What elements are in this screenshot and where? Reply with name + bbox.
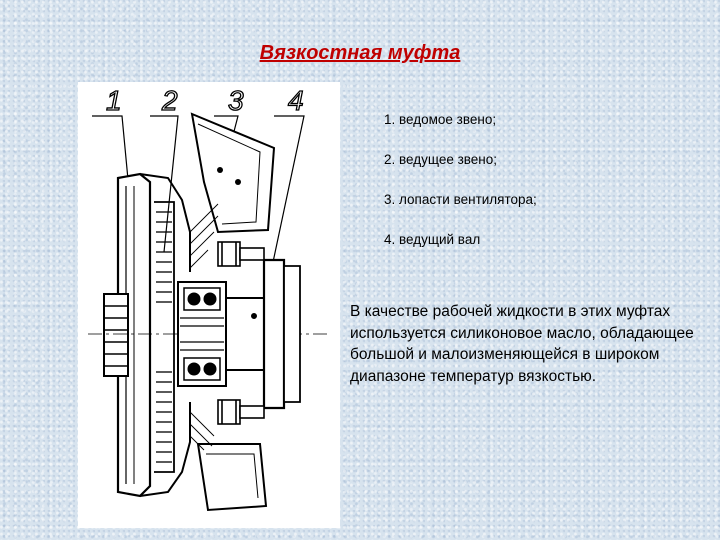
legend-item-driving-member: 2. ведущее звено; [384, 152, 498, 167]
hub-hatching [189, 203, 219, 451]
driving-shaft [225, 258, 301, 410]
callout-number-4: 4 [288, 85, 304, 116]
parts-legend: 1. ведомое звено; 2. ведущее звено; 3. л… [384, 112, 684, 272]
bearing-assembly [177, 281, 227, 387]
callout-number-1: 1 [106, 85, 122, 116]
legend-item-fan-blades: 3. лопасти вентилятора; [384, 192, 537, 207]
working-fluid-note: В качестве рабочей жидкости в этих муфта… [350, 303, 694, 385]
fan-blade-upper [190, 112, 276, 234]
bimetal-spring [103, 293, 129, 377]
driven-member-housing [116, 172, 191, 498]
slide-title: Вязкостная муфта [259, 42, 461, 64]
fan-blade-lower [196, 443, 268, 512]
driving-disc [154, 201, 175, 473]
legend-item-driven-member: 1. ведомое звено; [384, 112, 497, 127]
callout-number-2: 2 [161, 85, 178, 116]
mounting-bolts [217, 241, 265, 425]
callout-number-3: 3 [228, 85, 244, 116]
viscous-coupling-drawing: 1 2 3 4 [78, 82, 340, 528]
legend-item-driving-shaft: 4. ведущий вал [384, 232, 481, 247]
